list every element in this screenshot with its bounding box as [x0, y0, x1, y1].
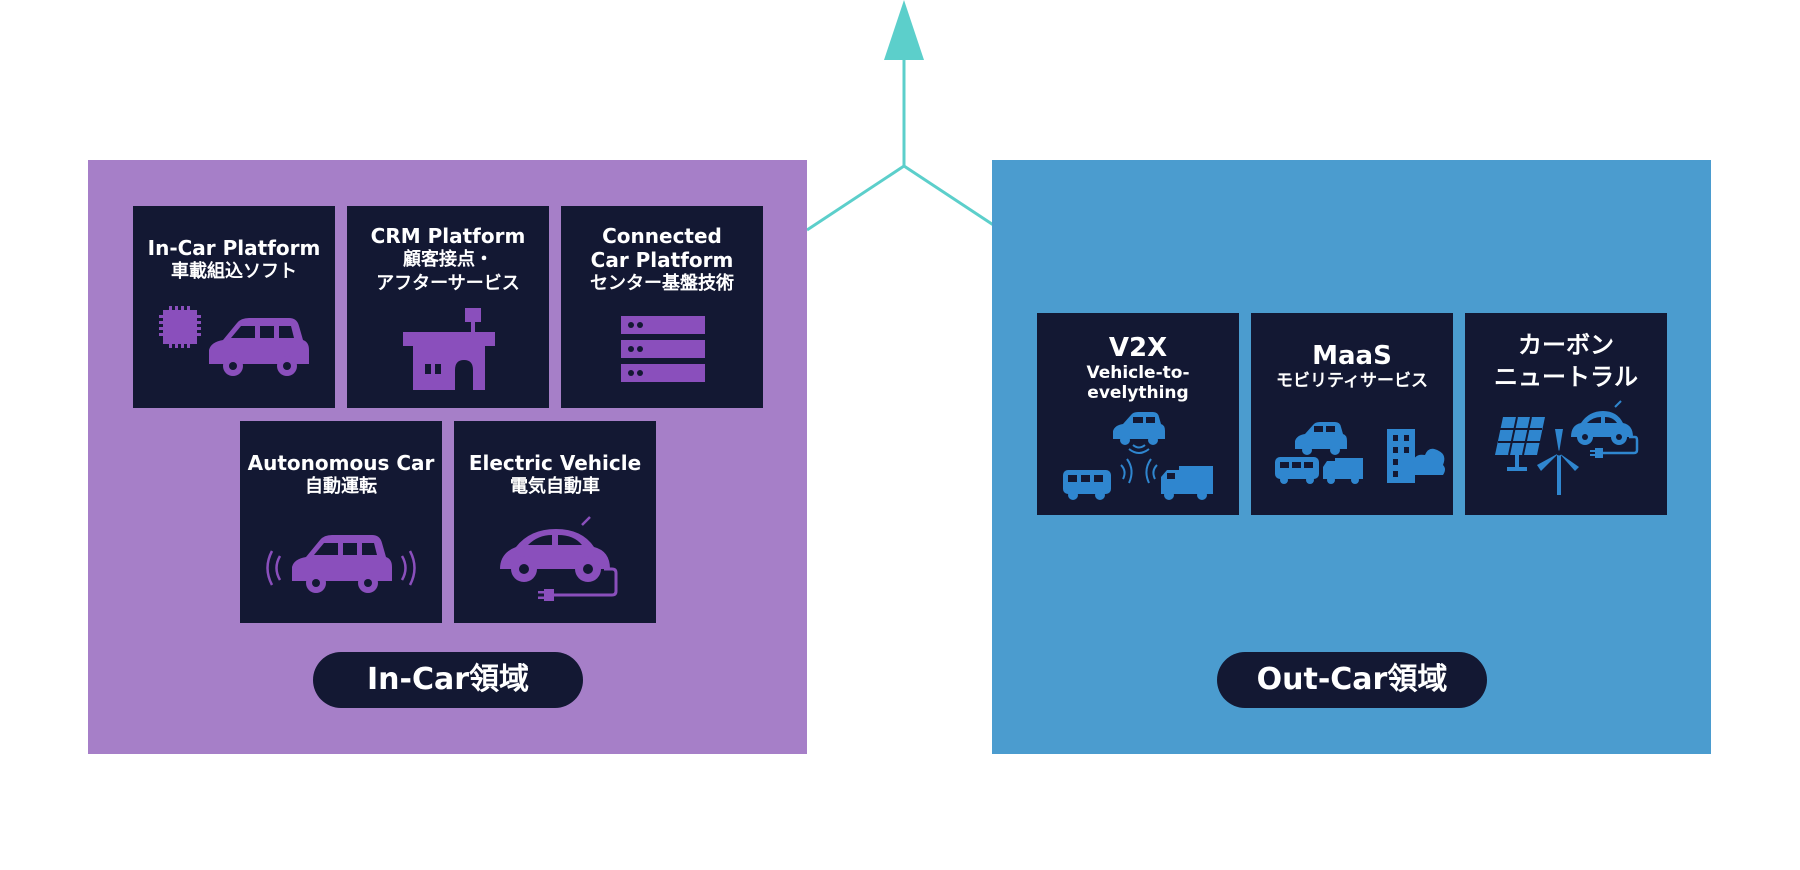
arrow-head-icon: [884, 0, 924, 60]
v2x-vehicles-icon: [1063, 412, 1213, 500]
tile-title: カーボン: [1518, 331, 1614, 359]
mobility-city-icon: [1275, 422, 1445, 484]
tile-maas-text: MaaS モビリティサービス: [1251, 341, 1453, 391]
chip-car-icon: [159, 306, 309, 376]
tile-ev-text: Electric Vehicle 電気自動車: [454, 451, 656, 499]
tile-title: MaaS: [1312, 341, 1392, 371]
arrow-branch-left: [806, 164, 905, 232]
tile-subtitle-2: evelything: [1087, 383, 1189, 403]
tile-subtitle: ニュートラル: [1494, 363, 1638, 391]
tile-subtitle: 車載組込ソフト: [171, 261, 297, 282]
tile-subtitle: 自動運転: [305, 476, 377, 497]
tile-v2x[interactable]: V2X Vehicle-to- evelything: [1037, 313, 1239, 515]
tile-subtitle: Car Platform: [590, 248, 734, 272]
incar-domain-label: In-Car領域: [313, 652, 583, 708]
tile-carbon-text: カーボン ニュートラル: [1465, 329, 1667, 393]
ev-charging-icon: [500, 516, 618, 601]
tile-subtitle: 顧客接点・: [403, 249, 493, 270]
arrow-branch-right: [903, 164, 1002, 232]
tile-autonomous-car[interactable]: Autonomous Car 自動運転: [240, 421, 442, 623]
tile-subtitle: モビリティサービス: [1276, 371, 1428, 391]
tile-subtitle-2: アフターサービス: [376, 273, 520, 294]
tile-title: Electric Vehicle: [468, 451, 642, 475]
tile-electric-vehicle[interactable]: Electric Vehicle 電気自動車: [454, 421, 656, 623]
tile-maas[interactable]: MaaS モビリティサービス: [1251, 313, 1453, 515]
tile-incar-platform-text: In-Car Platform 車載組込ソフト: [133, 236, 335, 284]
tile-autonomous-text: Autonomous Car 自動運転: [240, 451, 442, 499]
tile-carbon-neutral[interactable]: カーボン ニュートラル: [1465, 313, 1667, 515]
tile-title: In-Car Platform: [147, 236, 321, 260]
tile-crm-platform-text: CRM Platform 顧客接点・ アフターサービス: [347, 224, 549, 296]
tile-subtitle: 電気自動車: [510, 476, 600, 497]
incar-panel: In-Car Platform 車載組込ソフト CRM Platfo: [88, 160, 807, 754]
tile-crm-platform[interactable]: CRM Platform 顧客接点・ アフターサービス: [347, 206, 549, 408]
tile-subtitle: Vehicle-to-: [1086, 363, 1190, 383]
server-rack-icon: [621, 316, 705, 382]
tile-title: Autonomous Car: [247, 451, 435, 475]
tile-title: CRM Platform: [370, 224, 526, 248]
tile-connected-text: Connected Car Platform センター基盤技術: [561, 224, 763, 296]
dealer-building-icon: [403, 308, 495, 390]
tile-v2x-text: V2X Vehicle-to- evelything: [1037, 333, 1239, 403]
outcar-domain-label: Out-Car領域: [1217, 652, 1487, 708]
tile-title: V2X: [1108, 333, 1168, 363]
renewable-energy-icon: [1495, 400, 1639, 495]
tile-subtitle-2: センター基盤技術: [590, 273, 734, 294]
tile-connected-car-platform[interactable]: Connected Car Platform センター基盤技術: [561, 206, 763, 408]
outcar-panel: V2X Vehicle-to- evelything: [992, 160, 1711, 754]
tile-incar-platform[interactable]: In-Car Platform 車載組込ソフト: [133, 206, 335, 408]
autonomous-car-icon: [266, 535, 416, 593]
tile-title: Connected: [602, 224, 722, 248]
